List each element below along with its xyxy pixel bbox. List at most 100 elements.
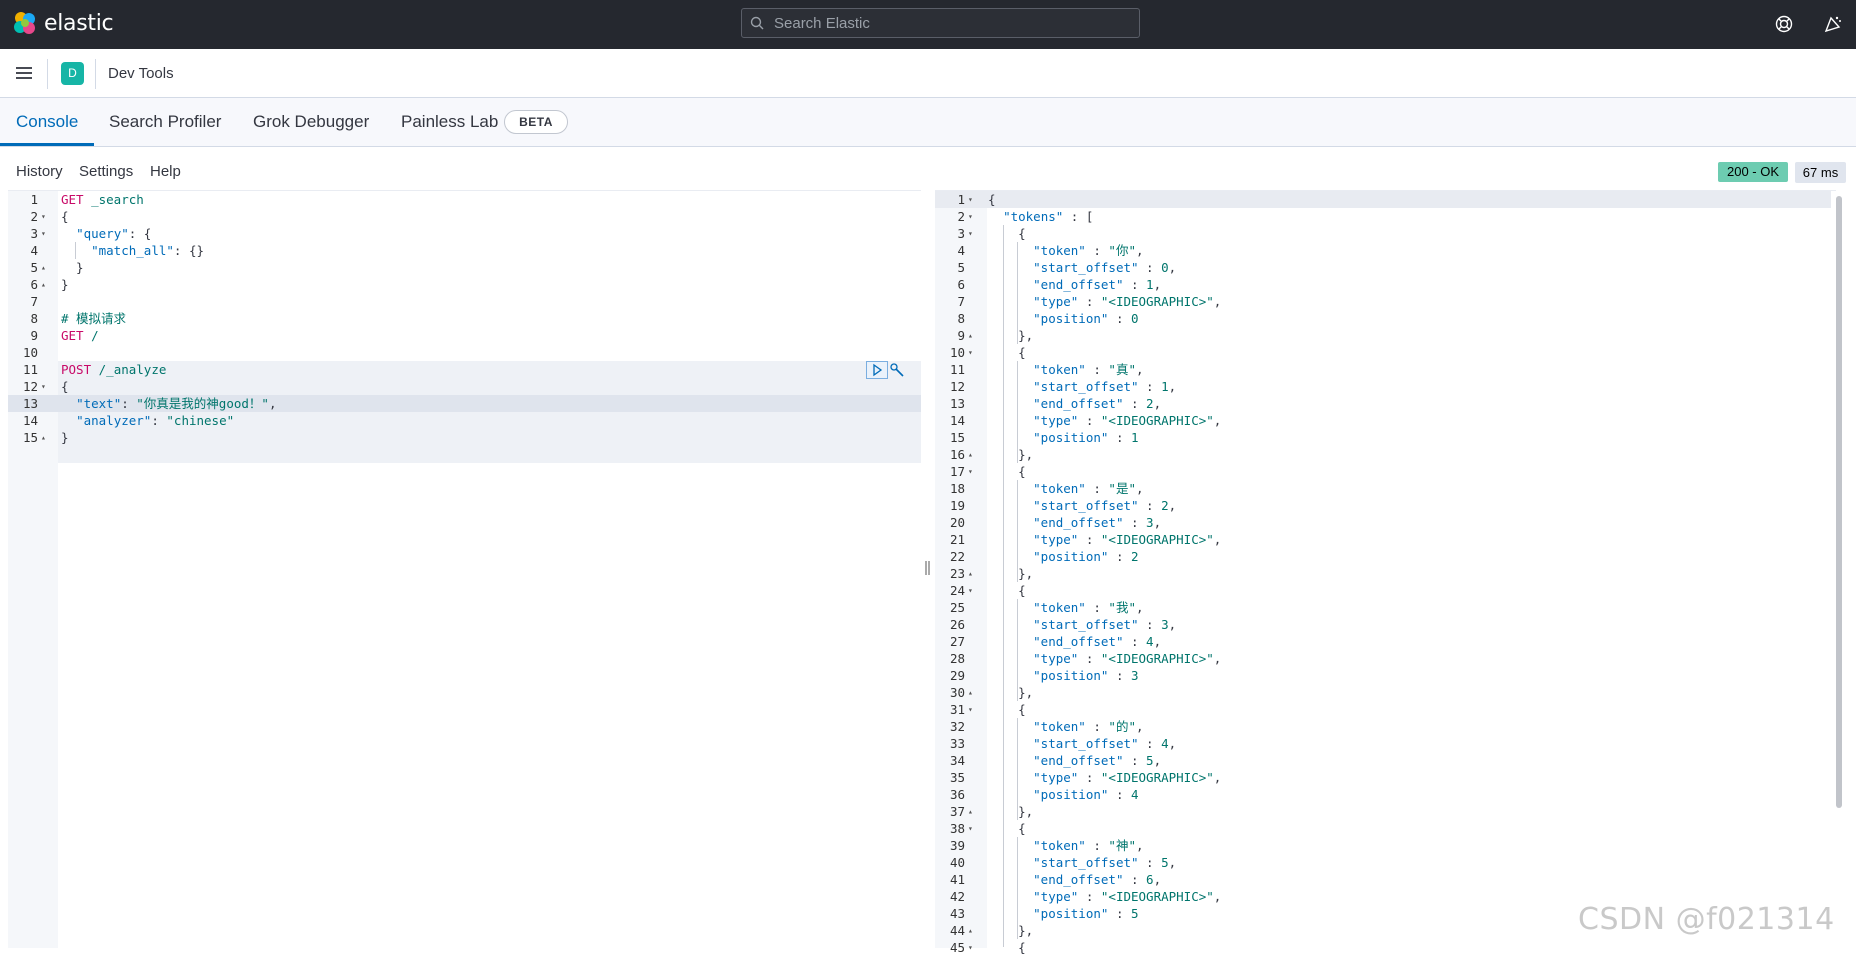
code-line[interactable]: 12▾{ — [8, 378, 921, 395]
code-line[interactable]: 19 "start_offset" : 2, — [935, 497, 1831, 514]
fold-toggle-icon[interactable]: ▾ — [968, 824, 973, 833]
code-line[interactable]: 45▾ { — [935, 939, 1831, 956]
fold-toggle-icon[interactable]: ▴ — [41, 433, 46, 442]
code-line[interactable]: 33 "start_offset" : 4, — [935, 735, 1831, 752]
code-line[interactable]: 21 "type" : "<IDEOGRAPHIC>", — [935, 531, 1831, 548]
code-line[interactable]: 42 "type" : "<IDEOGRAPHIC>", — [935, 888, 1831, 905]
code-line[interactable]: 4 "token" : "你", — [935, 242, 1831, 259]
code-line[interactable]: 40 "start_offset" : 5, — [935, 854, 1831, 871]
help-link[interactable]: Help — [150, 163, 181, 180]
fold-toggle-icon[interactable]: ▾ — [968, 705, 973, 714]
code-line[interactable]: 17▾ { — [935, 463, 1831, 480]
send-request-button[interactable] — [866, 361, 888, 379]
code-line[interactable]: 30▴ }, — [935, 684, 1831, 701]
code-line[interactable]: 5 "start_offset" : 0, — [935, 259, 1831, 276]
code-line[interactable]: 10 — [8, 344, 921, 361]
code-line[interactable]: 8# 模拟请求 — [8, 310, 921, 327]
code-line[interactable]: 6 "end_offset" : 1, — [935, 276, 1831, 293]
code-line[interactable]: 11 "token" : "真", — [935, 361, 1831, 378]
code-line[interactable]: 37▴ }, — [935, 803, 1831, 820]
code-line[interactable]: 20 "end_offset" : 3, — [935, 514, 1831, 531]
fold-toggle-icon[interactable]: ▾ — [41, 229, 46, 238]
menu-icon[interactable] — [14, 63, 34, 83]
code-line[interactable]: 41 "end_offset" : 6, — [935, 871, 1831, 888]
code-line[interactable]: 26 "start_offset" : 3, — [935, 616, 1831, 633]
pane-resize-handle[interactable] — [925, 561, 930, 575]
newsfeed-icon[interactable] — [1823, 14, 1843, 34]
code-line[interactable]: 15▴} — [8, 429, 921, 446]
code-line[interactable]: 9▴ }, — [935, 327, 1831, 344]
code-line[interactable]: 34 "end_offset" : 5, — [935, 752, 1831, 769]
fold-toggle-icon[interactable]: ▾ — [968, 348, 973, 357]
fold-toggle-icon[interactable]: ▴ — [968, 450, 973, 459]
code-line[interactable]: 23▴ }, — [935, 565, 1831, 582]
code-line[interactable]: 3▾ "query": { — [8, 225, 921, 242]
fold-toggle-icon[interactable]: ▾ — [968, 212, 973, 221]
code-line[interactable]: 35 "type" : "<IDEOGRAPHIC>", — [935, 769, 1831, 786]
fold-toggle-icon[interactable]: ▾ — [968, 467, 973, 476]
history-link[interactable]: History — [16, 163, 63, 180]
code-line[interactable]: 3▾ { — [935, 225, 1831, 242]
code-line[interactable]: 14 "type" : "<IDEOGRAPHIC>", — [935, 412, 1831, 429]
fold-toggle-icon[interactable]: ▴ — [968, 331, 973, 340]
code-line[interactable]: 13 "text": "你真是我的神good！", — [8, 395, 921, 412]
global-search[interactable] — [741, 8, 1140, 38]
code-line[interactable]: 38▾ { — [935, 820, 1831, 837]
search-input[interactable] — [772, 13, 1116, 33]
fold-toggle-icon[interactable]: ▴ — [41, 263, 46, 272]
code-line[interactable]: 29 "position" : 3 — [935, 667, 1831, 684]
code-line[interactable]: 10▾ { — [935, 344, 1831, 361]
fold-toggle-icon[interactable]: ▾ — [968, 586, 973, 595]
fold-toggle-icon[interactable]: ▾ — [968, 943, 973, 952]
code-line[interactable]: 28 "type" : "<IDEOGRAPHIC>", — [935, 650, 1831, 667]
response-editor[interactable]: 1▾{2▾ "tokens" : [3▾ {4 "token" : "你",5 … — [935, 190, 1836, 955]
fold-toggle-icon[interactable]: ▴ — [968, 688, 973, 697]
tab-painless-lab[interactable]: Painless Lab — [401, 112, 499, 131]
code-line[interactable]: 36 "position" : 4 — [935, 786, 1831, 803]
code-line[interactable]: 7 "type" : "<IDEOGRAPHIC>", — [935, 293, 1831, 310]
code-line[interactable]: 24▾ { — [935, 582, 1831, 599]
code-line[interactable]: 2▾ "tokens" : [ — [935, 208, 1831, 225]
code-line[interactable]: 15 "position" : 1 — [935, 429, 1831, 446]
help-icon[interactable] — [1774, 14, 1794, 34]
fold-toggle-icon[interactable]: ▾ — [968, 195, 973, 204]
fold-toggle-icon[interactable]: ▴ — [968, 807, 973, 816]
code-line[interactable]: 22 "position" : 2 — [935, 548, 1831, 565]
fold-toggle-icon[interactable]: ▴ — [41, 280, 46, 289]
tab-grok-debugger[interactable]: Grok Debugger — [253, 112, 370, 131]
code-line[interactable]: 4 "match_all": {} — [8, 242, 921, 259]
code-line[interactable]: 43 "position" : 5 — [935, 905, 1831, 922]
code-line[interactable]: 5▴ } — [8, 259, 921, 276]
code-line[interactable]: 32 "token" : "的", — [935, 718, 1831, 735]
code-line[interactable]: 7 — [8, 293, 921, 310]
code-line[interactable]: 16▴ }, — [935, 446, 1831, 463]
wrench-icon[interactable] — [889, 362, 905, 378]
fold-toggle-icon[interactable]: ▾ — [41, 212, 46, 221]
code-line[interactable]: 13 "end_offset" : 2, — [935, 395, 1831, 412]
fold-toggle-icon[interactable]: ▾ — [968, 229, 973, 238]
tab-search-profiler[interactable]: Search Profiler — [109, 112, 222, 131]
code-line[interactable]: 8 "position" : 0 — [935, 310, 1831, 327]
code-line[interactable]: 14 "analyzer": "chinese" — [8, 412, 921, 429]
elastic-logo[interactable]: elastic — [12, 10, 114, 36]
code-line[interactable]: 25 "token" : "我", — [935, 599, 1831, 616]
code-line[interactable]: 1▾{ — [935, 191, 1831, 208]
code-line[interactable]: 12 "start_offset" : 1, — [935, 378, 1831, 395]
settings-link[interactable]: Settings — [79, 163, 134, 180]
code-line[interactable]: 31▾ { — [935, 701, 1831, 718]
code-line[interactable]: 44▴ }, — [935, 922, 1831, 939]
fold-toggle-icon[interactable]: ▴ — [968, 926, 973, 935]
code-line[interactable]: 39 "token" : "神", — [935, 837, 1831, 854]
tab-console[interactable]: Console — [16, 112, 79, 131]
space-avatar[interactable]: D — [61, 62, 84, 85]
code-line[interactable]: 27 "end_offset" : 4, — [935, 633, 1831, 650]
response-scrollbar[interactable] — [1836, 196, 1842, 808]
code-line[interactable]: 18 "token" : "是", — [935, 480, 1831, 497]
fold-toggle-icon[interactable]: ▴ — [968, 569, 973, 578]
fold-toggle-icon[interactable]: ▾ — [41, 382, 46, 391]
code-line[interactable]: 2▾{ — [8, 208, 921, 225]
